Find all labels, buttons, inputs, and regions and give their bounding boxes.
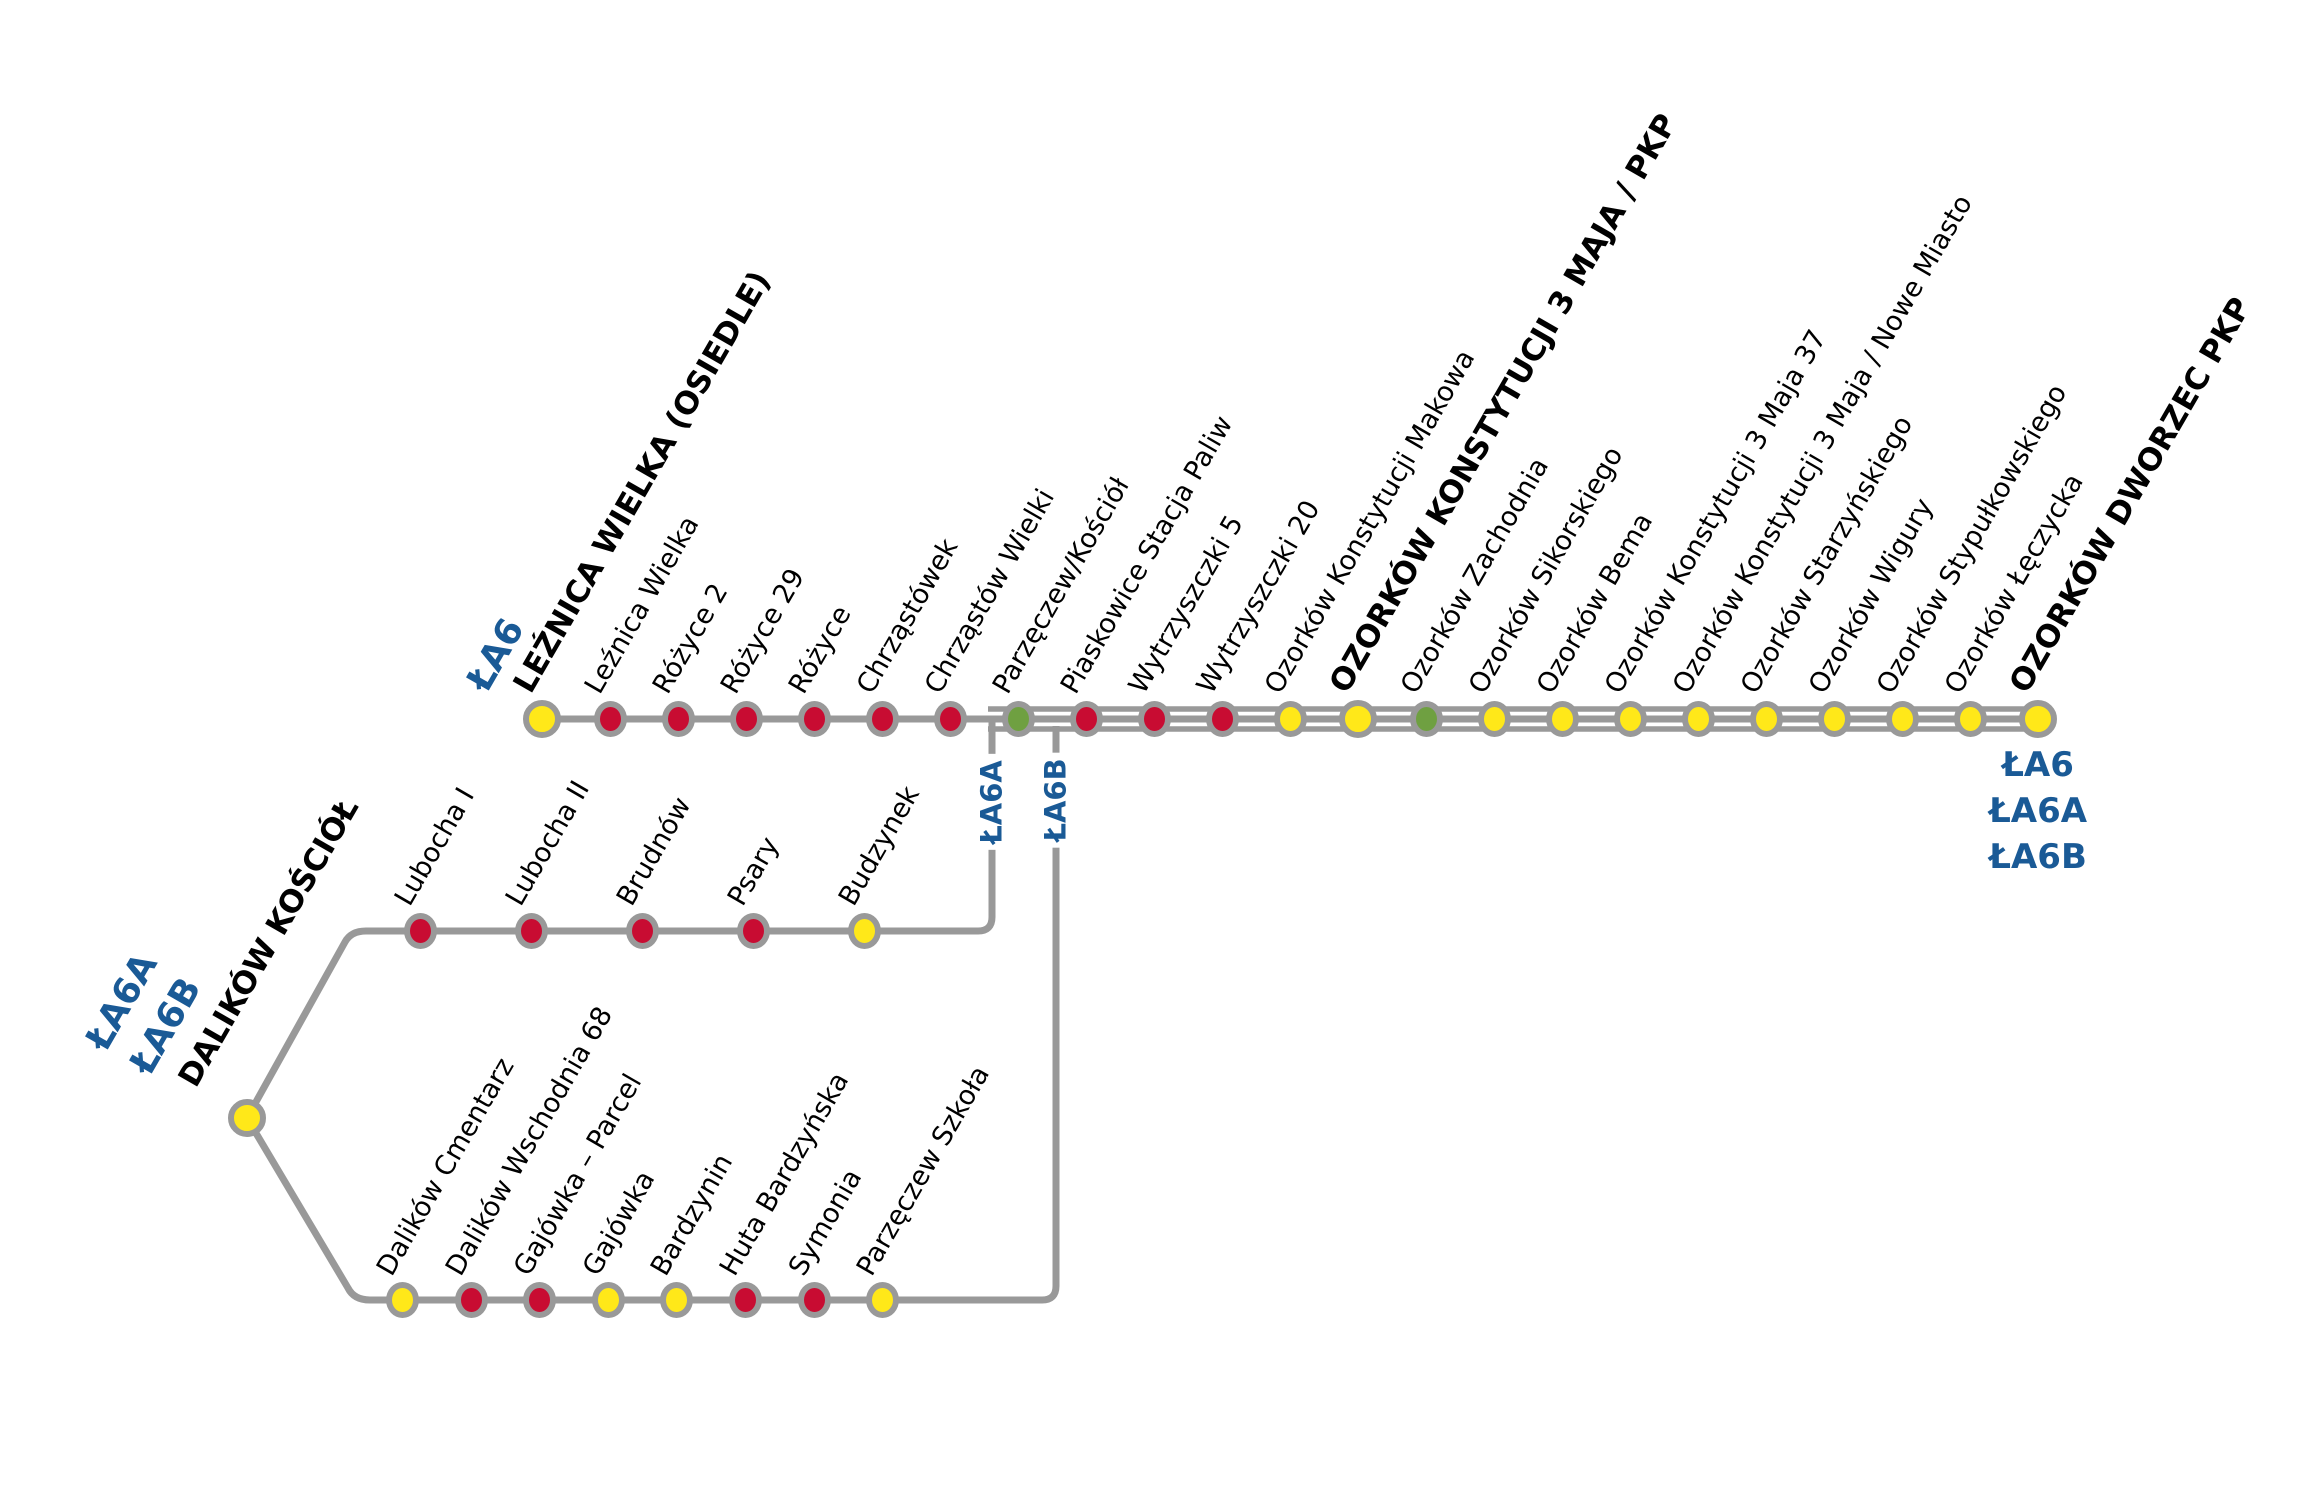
station-main_line-14-dot: [1477, 701, 1511, 737]
station-main_line-10-dot: [1205, 701, 1239, 737]
route-tag-la6a-vertical: ŁA6A: [974, 754, 1010, 850]
station-main_line-22-dot: [2019, 700, 2057, 738]
route-tags-east-terminus: ŁA6 ŁA6A ŁA6B: [1989, 742, 2087, 880]
station-main_line-11-dot: [1273, 701, 1307, 737]
station-main_line-20-dot: [1885, 701, 1919, 737]
station-main_line-3-dot: [729, 701, 763, 737]
station-branch_a-1-dot: [514, 913, 548, 949]
station-main_line-15-dot: [1545, 701, 1579, 737]
station-branch_a-0-dot: [403, 913, 437, 949]
station-branch_b-3-dot: [591, 1282, 625, 1318]
station-main_line-17-dot: [1681, 701, 1715, 737]
station-branch_a-4-dot: [847, 913, 881, 949]
station-branch_a-2-dot: [625, 913, 659, 949]
station-main_line-13-dot: [1409, 701, 1443, 737]
station-main_line-6-dot: [933, 701, 967, 737]
station-main_line-7-dot: [1001, 701, 1035, 737]
line-la6b-branch: [243, 726, 1060, 1304]
station-branch_b-0-dot: [385, 1282, 419, 1318]
station-main_line-4-dot: [797, 701, 831, 737]
route-tag-east-la6b: ŁA6B: [1989, 837, 2087, 877]
station-branch_b-1-dot: [454, 1282, 488, 1318]
station-main_line-18-dot: [1749, 701, 1783, 737]
station-branch_b-5-dot: [728, 1282, 762, 1318]
station-branch_b-4-dot: [659, 1282, 693, 1318]
route-tag-east-la6a: ŁA6A: [1988, 791, 2088, 831]
station-main_line-12-dot: [1339, 700, 1377, 738]
station-main_line-19-dot: [1817, 701, 1851, 737]
station-branch_b-2-dot: [522, 1282, 556, 1318]
station-branch_b-7-dot: [865, 1282, 899, 1318]
route-tag-la6b-vertical: ŁA6B: [1038, 752, 1074, 848]
route-tag-east-la6: ŁA6: [2002, 745, 2074, 785]
station-west-terminus-dot: [228, 1099, 266, 1137]
station-main_line-2-dot: [661, 701, 695, 737]
station-main_line-1-dot: [593, 701, 627, 737]
station-branch_a-3-dot: [736, 913, 770, 949]
station-branch_b-6-dot: [797, 1282, 831, 1318]
station-main_line-16-dot: [1613, 701, 1647, 737]
station-main_line-5-dot: [865, 701, 899, 737]
station-main_line-9-dot: [1137, 701, 1171, 737]
station-main_line-21-dot: [1953, 701, 1987, 737]
station-main_line-8-dot: [1069, 701, 1103, 737]
line-la6a-branch: [243, 722, 996, 1120]
station-main_line-0-dot: [523, 700, 561, 738]
